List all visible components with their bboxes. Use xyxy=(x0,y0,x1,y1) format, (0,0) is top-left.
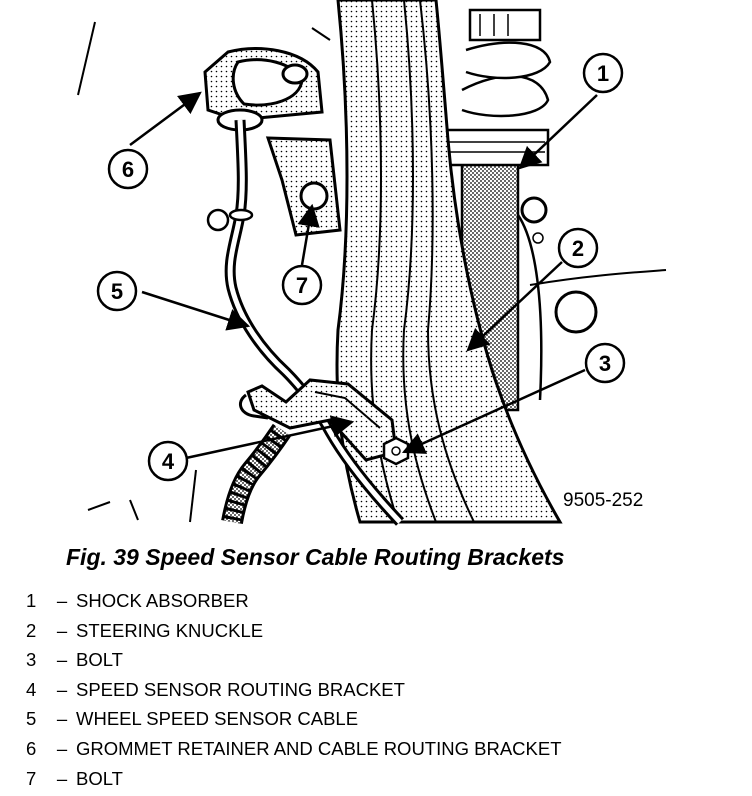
legend-label: SPEED SENSOR ROUTING BRACKET xyxy=(76,678,405,700)
callout-4: 4 xyxy=(147,440,189,482)
svg-text:3: 3 xyxy=(599,351,611,376)
leader-lines xyxy=(129,91,598,460)
svg-text:7: 7 xyxy=(296,273,308,298)
legend-label: SHOCK ABSORBER xyxy=(76,590,249,611)
callout-1: 1 xyxy=(582,52,624,94)
legend-dash: – xyxy=(56,767,68,789)
figure-title: Fig. 39 Speed Sensor Cable Routing Brack… xyxy=(66,544,565,570)
legend-number: 6 xyxy=(26,737,37,759)
callout-5: 5 xyxy=(96,270,138,312)
svg-text:4: 4 xyxy=(162,449,175,474)
legend-number: 3 xyxy=(26,649,37,671)
svg-text:6: 6 xyxy=(122,157,134,182)
figure-code: 9505-252 xyxy=(563,490,643,511)
diagram-illustration: 1 2 3 4 5 6 7 9505-252 xyxy=(77,0,667,526)
wheel-speed-sensor-cable xyxy=(206,119,405,526)
legend-label: STEERING KNUCKLE xyxy=(76,619,264,641)
svg-text:1: 1 xyxy=(597,61,609,86)
legend-number: 5 xyxy=(26,708,37,730)
legend-label: WHEEL SPEED SENSOR CABLE xyxy=(76,708,359,730)
legend-dash: – xyxy=(56,619,68,641)
legend-item: 7–BOLT xyxy=(26,764,562,794)
callout-3: 3 xyxy=(584,342,626,384)
legend-item: 3–BOLT xyxy=(26,645,562,675)
legend-dash: – xyxy=(56,590,68,611)
legend-dash: – xyxy=(56,649,68,671)
legend-item: 5–WHEEL SPEED SENSOR CABLE xyxy=(26,704,562,734)
legend-item: 6–GROMMET RETAINER AND CABLE ROUTING BRA… xyxy=(26,734,562,764)
legend-dash: – xyxy=(56,678,68,700)
legend-dash: – xyxy=(56,737,68,759)
legend-item: 2–STEERING KNUCKLE xyxy=(26,616,562,646)
grommet-retainer-bracket xyxy=(203,47,342,237)
svg-text:2: 2 xyxy=(572,236,584,261)
callout-7: 7 xyxy=(281,264,323,306)
legend-item: 1–SHOCK ABSORBER xyxy=(26,586,562,616)
callout-6: 6 xyxy=(107,148,149,190)
legend-number: 7 xyxy=(26,767,37,789)
legend-list: 1–SHOCK ABSORBER 2–STEERING KNUCKLE 3–BO… xyxy=(26,586,562,793)
legend-label: BOLT xyxy=(76,767,123,789)
svg-text:5: 5 xyxy=(111,279,123,304)
legend-number: 1 xyxy=(26,590,37,611)
callout-2: 2 xyxy=(557,227,599,269)
legend-number: 4 xyxy=(26,678,37,700)
background-lines xyxy=(77,21,667,523)
legend-dash: – xyxy=(56,708,68,730)
legend-number: 2 xyxy=(26,619,37,641)
shock-absorber xyxy=(438,8,552,412)
steering-knuckle xyxy=(335,0,598,524)
legend-label: GROMMET RETAINER AND CABLE ROUTING BRACK… xyxy=(76,737,562,759)
legend-label: BOLT xyxy=(76,649,123,671)
legend-item: 4–SPEED SENSOR ROUTING BRACKET xyxy=(26,675,562,705)
